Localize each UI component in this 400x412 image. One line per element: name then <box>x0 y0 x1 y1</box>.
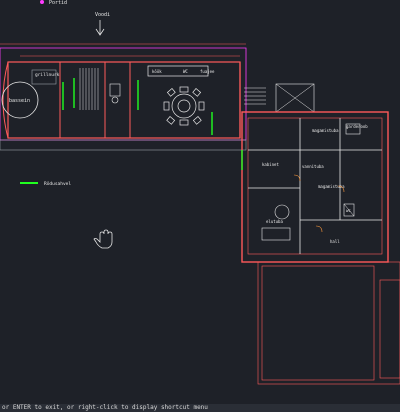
grill-label: grillnurk <box>35 72 60 78</box>
bathroom-label: vannituba <box>302 164 324 169</box>
left-building[interactable]: bassein grillnurk köök WC fuajee <box>0 43 315 141</box>
legend-top-label: Portid <box>49 0 67 6</box>
north-label: Voodi <box>95 12 110 18</box>
right-house-outer <box>241 111 389 263</box>
bedroom-label: magamistuba <box>312 128 339 133</box>
wardrobe-label: garderoob <box>346 124 368 129</box>
wc2-label: wc <box>346 208 351 213</box>
north-arrow-icon <box>95 20 105 36</box>
pool-label: bassein <box>9 98 30 104</box>
legend-bottom-label: Rõdusahvel <box>44 181 71 187</box>
command-line[interactable]: or ENTER to exit, or right-click to disp… <box>0 404 400 412</box>
basement-outline <box>257 261 400 385</box>
pool-icon <box>1 81 39 119</box>
kitchen-label: köök <box>152 69 162 74</box>
foyer-label: fuajee <box>200 69 215 74</box>
living-label: elutuba <box>266 219 283 224</box>
hall-label: hall <box>330 239 340 244</box>
legend-dot-magenta <box>40 0 44 4</box>
wc-label: WC <box>183 69 188 74</box>
stairs-left <box>79 68 99 110</box>
right-house[interactable]: magamistuba garderoob vannituba magamist… <box>241 111 389 263</box>
dining-table-icon <box>163 86 205 126</box>
hand-cursor-icon <box>93 229 113 249</box>
bedroom2-label: magamistuba <box>318 184 345 189</box>
study-label: kabinet <box>262 162 279 167</box>
